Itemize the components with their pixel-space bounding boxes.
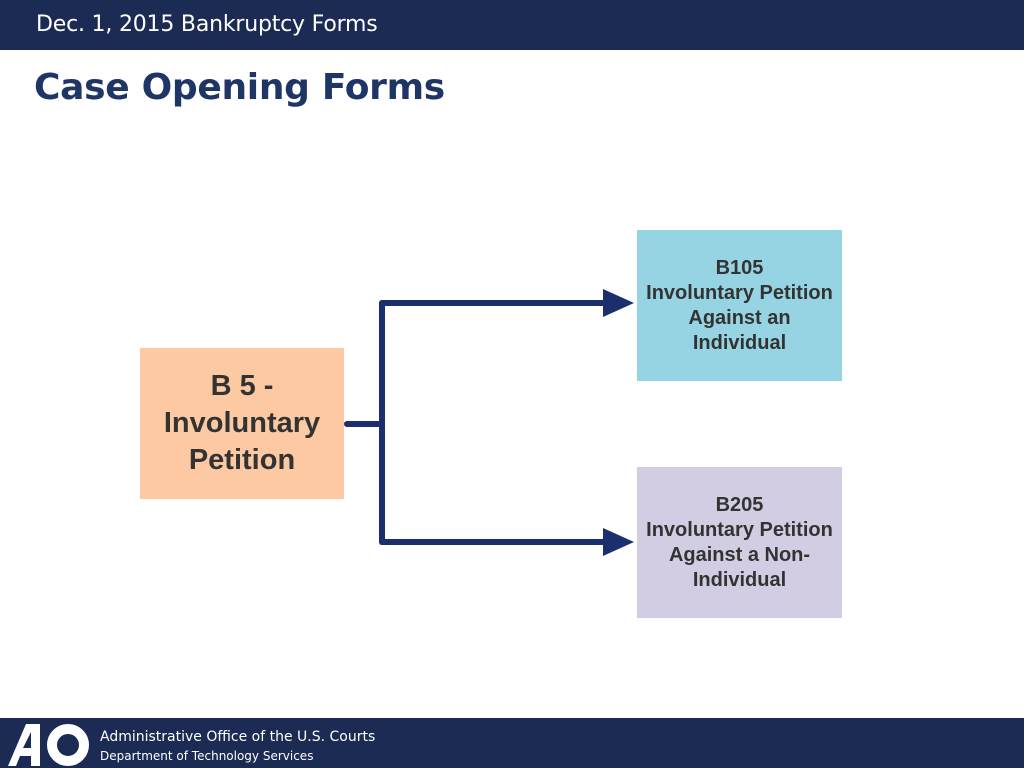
box-b205-line-4: Individual (692, 568, 787, 591)
header-title: Dec. 1, 2015 Bankruptcy Forms (36, 12, 378, 37)
arrowhead-b205 (603, 528, 634, 556)
slide-title: Case Opening Forms (34, 67, 445, 108)
box-b105-line-4: Individual (692, 331, 787, 354)
box-b105-line-3: Against an (688, 306, 791, 329)
box-b205-line-2: Involuntary Petition (646, 518, 833, 541)
footer-org-name: Administrative Office of the U.S. Courts (100, 729, 376, 745)
ao-logo (8, 724, 89, 766)
form-box-b205: B205 Involuntary Petition Against a Non-… (637, 467, 842, 618)
box-b105-line-2: Involuntary Petition (646, 281, 833, 304)
form-box-b5: B 5 - Involuntary Petition (140, 348, 344, 499)
form-box-b105: B105 Involuntary Petition Against an Ind… (637, 230, 842, 381)
ao-logo-letter-o (47, 724, 89, 766)
arrowhead-b105 (603, 289, 634, 317)
box-b105-line-1: B105 (715, 256, 764, 279)
header-bar: Dec. 1, 2015 Bankruptcy Forms (0, 0, 1024, 50)
ao-logo-letter-a (8, 724, 40, 766)
footer-department: Department of Technology Services (100, 749, 314, 763)
box-b5-line-1: B 5 - (210, 370, 274, 402)
footer-bar: Administrative Office of the U.S. Courts… (0, 718, 1024, 768)
box-b205-line-1: B205 (715, 493, 764, 516)
box-b205-line-3: Against a Non- (668, 543, 811, 566)
box-b5-line-2: Involuntary (163, 407, 321, 439)
box-b5-line-3: Petition (188, 444, 296, 476)
